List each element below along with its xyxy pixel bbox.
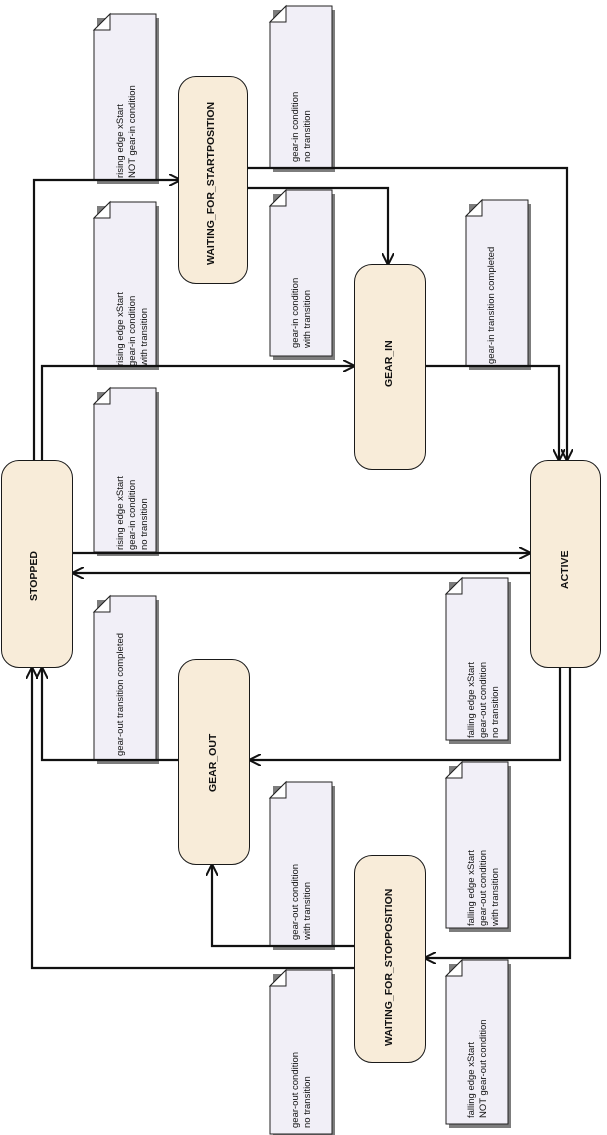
edge-gear-out-to-stopped [42, 668, 178, 762]
note-fold [92, 12, 111, 31]
note-box-active-to-stopped [444, 576, 511, 744]
note-box-waiting-to-active [268, 4, 335, 172]
note-paper [269, 781, 333, 947]
note-fold [444, 576, 463, 595]
edge-stopped-to-waiting-for-startposition [32, 180, 180, 460]
edge-waiting-for-startposition-to-gear-in [248, 186, 388, 264]
edge-gear-in-to-active [426, 364, 559, 460]
note-paper [445, 959, 509, 1125]
edge-active-to-waiting-for-stopposition [425, 668, 572, 958]
edge-stopped-to-gear-in [40, 366, 354, 460]
note-box-waiting-stop-to-gear-out [268, 780, 335, 950]
note-box-stopped-to-waiting [92, 12, 159, 184]
note-paper [445, 577, 509, 741]
note-fold [92, 386, 111, 405]
note-fold [92, 200, 111, 219]
note-box-stopped-to-gear-in [92, 200, 159, 370]
note-box-active-to-waiting-stop [444, 958, 511, 1128]
note-box-active-to-gear-out [444, 760, 511, 932]
edge-waiting-for-stopposition-to-stopped [32, 668, 355, 970]
note-paper [465, 199, 529, 367]
note-fold [464, 198, 483, 217]
note-box-waiting-stop-to-stopped [268, 968, 335, 1135]
note-paper [93, 13, 157, 181]
note-fold [268, 4, 287, 23]
note-paper [269, 969, 333, 1135]
note-fold [268, 780, 287, 799]
note-box-gear-out-to-stopped [92, 594, 159, 764]
note-paper [93, 595, 157, 761]
note-fold [444, 958, 463, 977]
edge-active-to-gear-out [250, 668, 562, 760]
note-fold [92, 594, 111, 613]
note-box-gear-in-to-active [464, 198, 531, 370]
note-box-stopped-to-active [92, 386, 159, 556]
notes-layer [92, 4, 531, 1135]
note-paper [93, 387, 157, 553]
note-fold [268, 188, 287, 207]
note-paper [269, 189, 333, 357]
note-fold [444, 760, 463, 779]
note-paper [445, 761, 509, 929]
edges-layer [32, 166, 572, 970]
note-paper [93, 201, 157, 367]
edge-waiting-for-stopposition-to-gear-out [212, 865, 355, 948]
note-paper [269, 5, 333, 169]
edge-waiting-for-startposition-to-active [248, 166, 567, 460]
note-box-waiting-to-gear-in [268, 188, 335, 360]
note-fold [268, 968, 287, 987]
